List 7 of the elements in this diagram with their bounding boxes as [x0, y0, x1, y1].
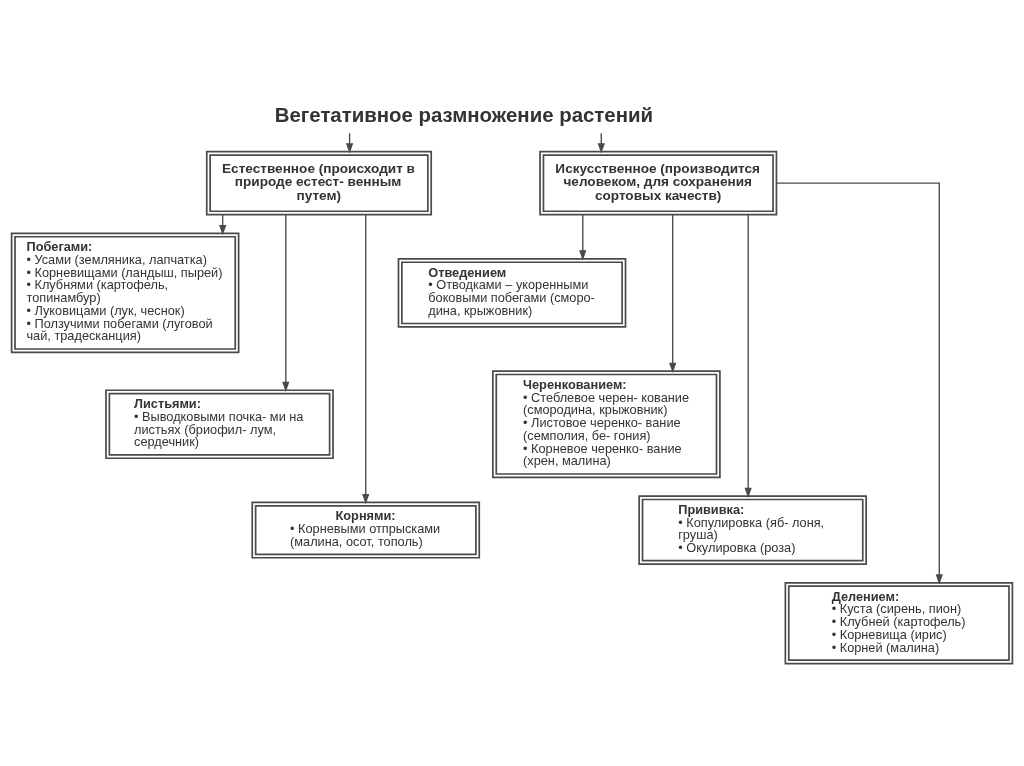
arrow — [282, 214, 290, 393]
arrow — [744, 214, 752, 499]
node-text: Вегетативное размножение растений — [274, 104, 654, 127]
arrow — [362, 214, 370, 505]
arrow — [669, 214, 677, 374]
arrow — [579, 214, 587, 261]
arrow — [775, 182, 943, 585]
